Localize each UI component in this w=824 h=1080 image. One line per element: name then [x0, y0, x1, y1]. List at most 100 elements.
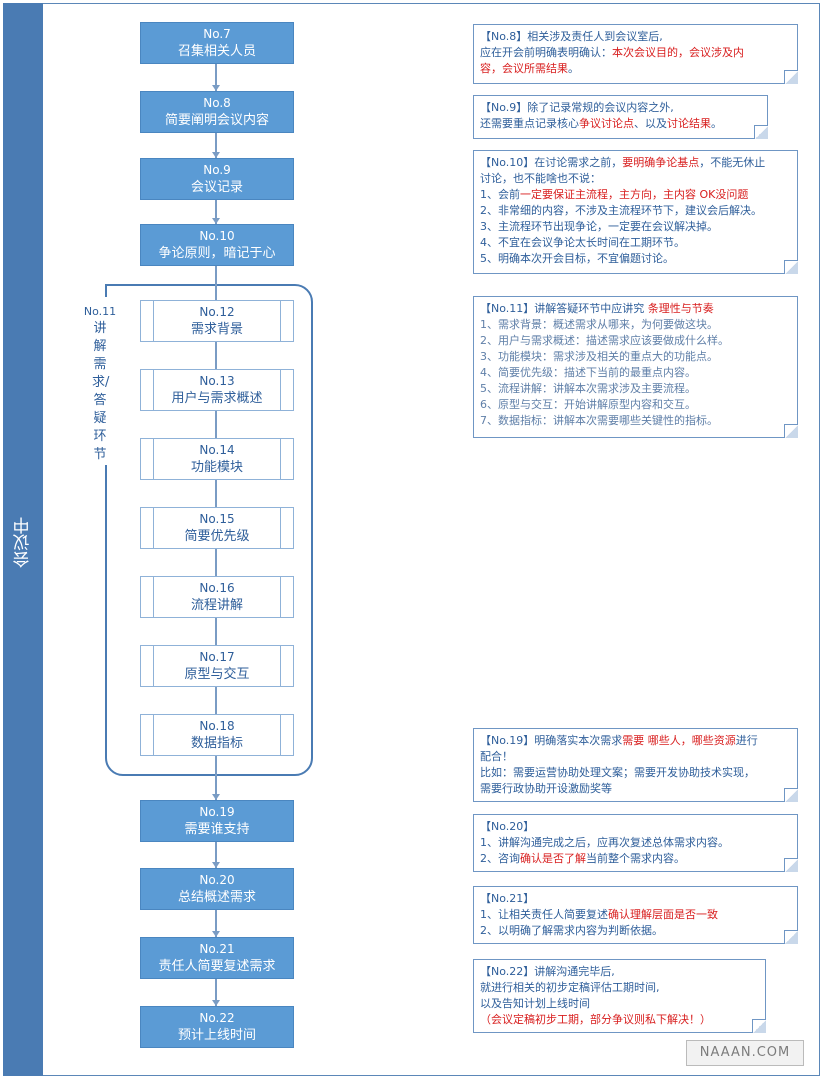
- substep-title: 需求背景: [190, 322, 243, 337]
- note-line: 配合！: [480, 750, 513, 763]
- step-no9: No.9 会议记录: [140, 158, 294, 200]
- step-title: 召集相关人员: [177, 44, 256, 59]
- step-number: No.7: [203, 27, 231, 41]
- arrow-down-icon: [212, 931, 220, 937]
- substep-number: No.12: [199, 305, 235, 319]
- substep-no15: No.15 简要优先级: [140, 507, 294, 549]
- substep-number: No.17: [199, 650, 235, 664]
- step-title: 争论原则，暗记于心: [158, 246, 276, 261]
- note-no11: 【No.11】讲解答疑环节中应讲究 条理性与节奏 1、需求背景：概述需求从哪来，…: [473, 296, 798, 438]
- substep-number: No.16: [199, 581, 235, 595]
- step-no7: No.7 召集相关人员: [140, 22, 294, 64]
- note-line: 【No.11】讲解答疑环节中应讲究 条理性与节奏: [480, 302, 714, 315]
- note-line: 就进行相关的初步定稿评估工期时间,: [480, 981, 660, 994]
- note-line: 7、数据指标：讲解本次需要哪些关键性的指标。: [480, 414, 718, 427]
- phase-sidebar: 会议中: [3, 3, 43, 1076]
- note-line: 1、讲解沟通完成之后，应再次复述总体需求内容。: [480, 836, 729, 849]
- substep-title: 简要优先级: [184, 529, 250, 544]
- note-no8: 【No.8】相关涉及责任人到会议室后, 应在开会前明确表明确认：本次会议目的，会…: [473, 24, 798, 84]
- arrow-down-icon: [212, 85, 220, 91]
- step-number: No.8: [203, 96, 231, 110]
- group-number: No.11: [83, 305, 117, 318]
- note-line: 【No.22】讲解沟通完毕后,: [480, 965, 615, 978]
- substep-number: No.13: [199, 374, 235, 388]
- substep-number: No.14: [199, 443, 235, 457]
- substep-no12: No.12 需求背景: [140, 300, 294, 342]
- note-no20: 【No.20】 1、讲解沟通完成之后，应再次复述总体需求内容。 2、咨询确认是否…: [473, 814, 798, 872]
- group-label-tab: [80, 297, 122, 465]
- group-title: 讲解需求/答疑环节: [92, 321, 110, 462]
- watermark: NAAAN.COM: [686, 1040, 804, 1066]
- page-fold-icon: [784, 930, 798, 944]
- note-line: 2、用户与需求概述：描述需求应该要做成什么样。: [480, 334, 729, 347]
- page-fold-icon: [784, 858, 798, 872]
- step-number: No.19: [199, 805, 235, 819]
- substep-number: No.15: [199, 512, 235, 526]
- page-fold-icon: [784, 260, 798, 274]
- step-title: 简要阐明会议内容: [164, 113, 269, 128]
- note-line: 还需要重点记录核心争议讨论点、以及讨论结果。: [480, 117, 722, 130]
- note-line: 应在开会前明确表明确认：本次会议目的，会议涉及内: [480, 46, 744, 59]
- note-line: 【No.9】除了记录常规的会议内容之外,: [480, 101, 674, 114]
- substep-no16: No.16 流程讲解: [140, 576, 294, 618]
- note-line: 【No.19】明确落实本次需求需要 哪些人，哪些资源进行: [480, 734, 758, 747]
- page-fold-icon: [784, 70, 798, 84]
- note-line: 4、简要优先级：描述下当前的最重点内容。: [480, 366, 696, 379]
- note-line: 2、非常细的内容，不涉及主流程环节下，建议会后解决。: [480, 204, 762, 217]
- step-title: 责任人简要复述需求: [158, 959, 276, 974]
- note-no9: 【No.9】除了记录常规的会议内容之外, 还需要重点记录核心争议讨论点、以及讨论…: [473, 95, 768, 139]
- step-no8: No.8 简要阐明会议内容: [140, 91, 294, 133]
- phase-label: 会议中: [13, 517, 34, 569]
- arrow-down-icon: [212, 794, 220, 800]
- note-line: 讨论，也不能啥也不说：: [480, 172, 601, 185]
- note-no22: 【No.22】讲解沟通完毕后, 就进行相关的初步定稿评估工期时间, 以及告知计划…: [473, 959, 766, 1033]
- note-line: 2、咨询确认是否了解当前整个需求内容。: [480, 852, 685, 865]
- step-no19: No.19 需要谁支持: [140, 800, 294, 842]
- substep-number: No.18: [199, 719, 235, 733]
- step-no21: No.21 责任人简要复述需求: [140, 937, 294, 979]
- substep-title: 原型与交互: [184, 667, 250, 682]
- note-line: 【No.20】: [480, 820, 535, 833]
- substep-title: 用户与需求概述: [171, 391, 263, 406]
- note-line: 1、会前一定要保证主流程，主方向，主内容 OK没问题: [480, 188, 749, 201]
- note-no21: 【No.21】 1、让相关责任人简要复述确认理解层面是否一致 2、以明确了解需求…: [473, 886, 798, 944]
- note-line: 1、需求背景：概述需求从哪来，为何要做这块。: [480, 318, 718, 331]
- arrow-down-icon: [212, 218, 220, 224]
- note-no10: 【No.10】在讨论需求之前，要明确争论基点，不能无休止 讨论，也不能啥也不说：…: [473, 150, 798, 274]
- note-line: 【No.10】在讨论需求之前，要明确争论基点，不能无休止: [480, 156, 766, 169]
- step-title: 预计上线时间: [177, 1028, 256, 1043]
- note-line: 4、不宜在会议争论太长时间在工期环节。: [480, 236, 685, 249]
- substep-title: 功能模块: [190, 460, 243, 475]
- substep-no17: No.17 原型与交互: [140, 645, 294, 687]
- step-number: No.22: [199, 1011, 235, 1025]
- page-fold-icon: [752, 1019, 766, 1033]
- note-line: 容，会议所需结果。: [480, 62, 579, 75]
- step-no20: No.20 总结概述需求: [140, 868, 294, 910]
- step-title: 需要谁支持: [184, 822, 250, 837]
- note-line: 5、明确本次开会目标，不宜偏题讨论。: [480, 252, 674, 265]
- note-no19: 【No.19】明确落实本次需求需要 哪些人，哪些资源进行 配合！ 比如：需要运营…: [473, 728, 798, 802]
- step-no10: No.10 争论原则，暗记于心: [140, 224, 294, 266]
- step-title: 总结概述需求: [177, 890, 256, 905]
- note-line: 3、功能模块：需求涉及相关的重点大的功能点。: [480, 350, 718, 363]
- note-line: 2、以明确了解需求内容为判断依据。: [480, 924, 663, 937]
- arrow-down-icon: [212, 1000, 220, 1006]
- step-no22: No.22 预计上线时间: [140, 1006, 294, 1048]
- substep-no13: No.13 用户与需求概述: [140, 369, 294, 411]
- page-fold-icon: [754, 125, 768, 139]
- note-line: 需要行政协助开设激励奖等: [480, 782, 612, 795]
- substep-no14: No.14 功能模块: [140, 438, 294, 480]
- step-number: No.10: [199, 229, 235, 243]
- step-number: No.20: [199, 873, 235, 887]
- step-number: No.9: [203, 163, 231, 177]
- substep-title: 数据指标: [190, 736, 243, 751]
- note-line: 以及告知计划上线时间: [480, 997, 590, 1010]
- substep-title: 流程讲解: [190, 598, 243, 613]
- step-title: 会议记录: [190, 180, 243, 195]
- note-line: 5、流程讲解：讲解本次需求涉及主要流程。: [480, 382, 696, 395]
- note-line: 3、主流程环节出现争论，一定要在会议解决掉。: [480, 220, 718, 233]
- note-line: 1、让相关责任人简要复述确认理解层面是否一致: [480, 908, 718, 921]
- arrow-down-icon: [212, 862, 220, 868]
- step-number: No.21: [199, 942, 235, 956]
- note-line: 【No.8】相关涉及责任人到会议室后,: [480, 30, 663, 43]
